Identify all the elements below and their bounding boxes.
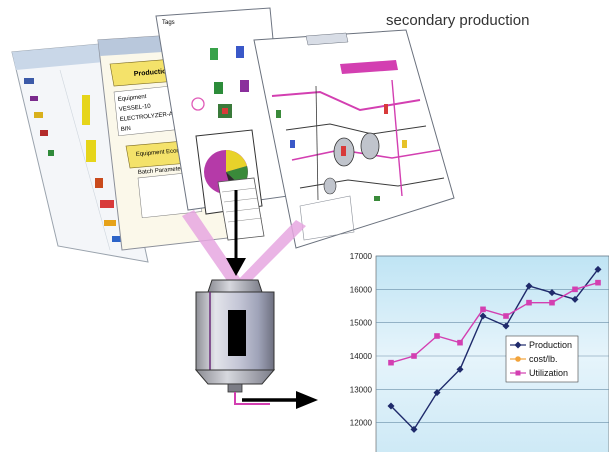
y-tick-label: 13000 xyxy=(350,385,373,394)
processor-cylinder-icon xyxy=(194,279,276,393)
data-point xyxy=(595,279,601,286)
screen-small-table xyxy=(217,177,265,241)
down-arrow-icon xyxy=(226,190,246,276)
caption: secondary production xyxy=(386,12,529,29)
data-point xyxy=(526,299,532,306)
line-chart: 11000120001300014000150001600017000 Prod… xyxy=(350,252,609,452)
screen-center: Tags xyxy=(155,7,289,215)
series-line-utilization xyxy=(390,281,599,364)
screen-process-flow xyxy=(253,29,455,249)
data-point xyxy=(434,333,440,339)
y-tick-label: 12000 xyxy=(350,419,373,428)
legend-item-cost: cost/lb. xyxy=(510,354,558,364)
data-point xyxy=(502,322,510,330)
y-tick-label: 14000 xyxy=(350,352,373,361)
legend: Production cost/lb. Utilization xyxy=(505,335,579,383)
data-point xyxy=(410,425,418,433)
series-lines xyxy=(390,268,599,431)
data-point xyxy=(479,312,487,320)
y-tick-label: 16000 xyxy=(350,285,373,294)
data-point xyxy=(548,289,556,297)
y-tick-label: 15000 xyxy=(350,319,373,328)
legend-label: Production xyxy=(529,340,572,350)
equipment-row: VESSEL-10 xyxy=(119,104,152,113)
output-arrow-icon xyxy=(234,391,318,409)
data-point xyxy=(594,265,602,273)
data-point xyxy=(433,389,441,397)
legend-label: cost/lb. xyxy=(529,354,558,364)
pink-funnel xyxy=(182,210,306,288)
equipment-row: BIN xyxy=(121,126,132,133)
data-point xyxy=(387,402,395,410)
equipment-economic-title: Equipment Economic xyxy=(136,147,193,158)
screen-back-left xyxy=(11,43,149,263)
production-schedule-title: Production Sche xyxy=(134,66,190,78)
batch-parameters-label: Batch Parameters xyxy=(138,166,186,176)
y-axis-ticks: 11000120001300014000150001600017000 xyxy=(350,252,373,428)
data-point xyxy=(571,295,579,303)
equipment-header: Equipment xyxy=(118,94,147,103)
data-point xyxy=(411,353,417,359)
center-screen-title: Tags xyxy=(162,20,175,26)
data-point xyxy=(503,313,509,319)
data-point xyxy=(549,299,555,306)
legend-item-utilization: Utilization xyxy=(510,368,568,378)
equipment-row: ELECTROLYZER-A xyxy=(120,111,174,123)
data-point xyxy=(480,306,486,313)
data-point xyxy=(456,365,464,373)
data-point xyxy=(525,282,533,290)
y-tick-label: 17000 xyxy=(350,252,373,261)
series-markers xyxy=(387,265,602,433)
legend-item-production: Production xyxy=(510,340,572,350)
data-point xyxy=(388,359,394,366)
data-point xyxy=(457,339,463,346)
data-point xyxy=(572,286,578,293)
legend-label: Utilization xyxy=(529,368,568,378)
